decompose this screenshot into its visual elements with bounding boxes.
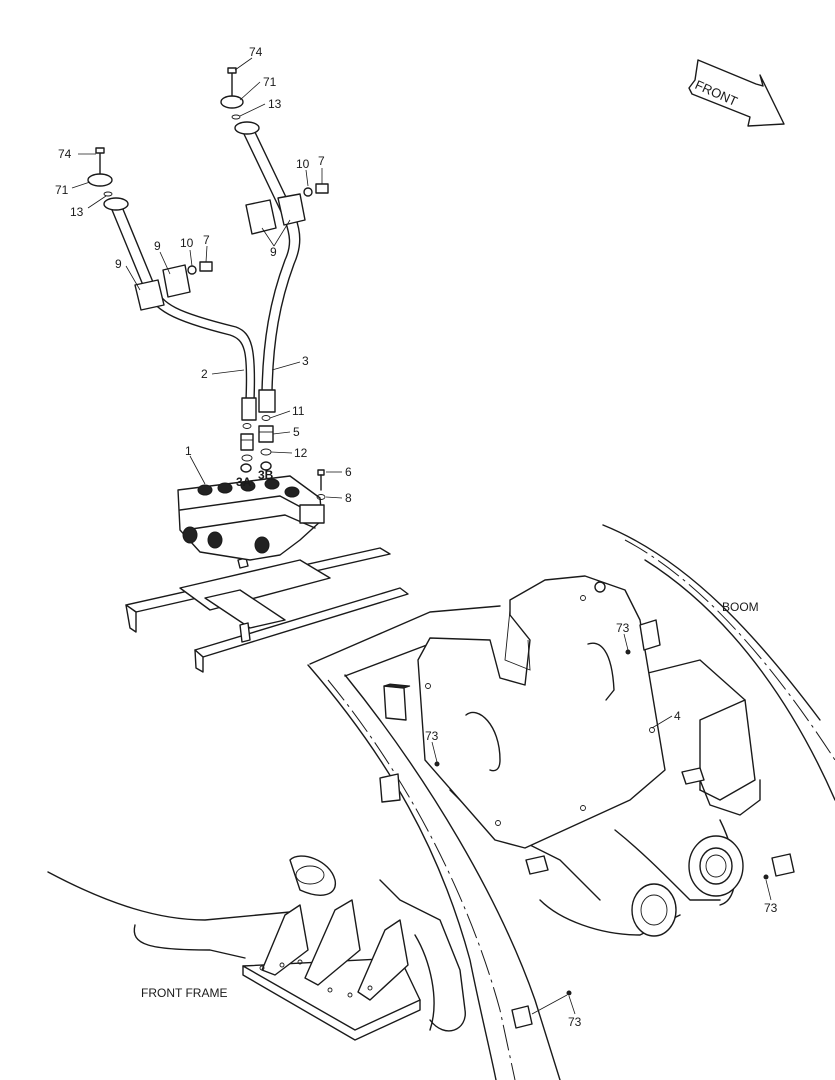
callout-9-left-b: 9 — [115, 257, 122, 271]
callout-13-top: 13 — [268, 97, 282, 111]
boom-pad-right — [681, 767, 705, 785]
clamp-right — [245, 183, 329, 235]
callout-10-left: 10 — [180, 236, 194, 250]
callout-7-right: 7 — [318, 154, 325, 168]
boom-pad-left — [383, 683, 411, 721]
cap-left — [87, 147, 129, 211]
tube-3 — [242, 127, 301, 413]
clip-73-a — [625, 619, 661, 655]
callout-4: 4 — [674, 709, 681, 723]
fitting-right — [258, 415, 274, 456]
leader-lines — [71, 57, 772, 1015]
callout-5: 5 — [293, 425, 300, 439]
callout-73-d: 73 — [568, 1015, 582, 1029]
callout-11: 11 — [292, 404, 305, 418]
clip-73-d — [511, 990, 572, 1029]
valve-mounting-bracket — [125, 547, 409, 673]
control-valve — [177, 461, 325, 561]
cover-bolt-top — [594, 581, 606, 593]
callout-12: 12 — [294, 446, 308, 460]
cover-handle-left — [465, 711, 501, 772]
boom-pin-boss-left — [631, 883, 677, 937]
clip-73-c — [763, 853, 795, 880]
callout-73-b: 73 — [425, 729, 439, 743]
callout-74-left: 74 — [58, 147, 72, 161]
boom-pin-boss-right — [688, 835, 744, 897]
callout-8: 8 — [345, 491, 352, 505]
boom-label: BOOM — [722, 600, 759, 614]
front-frame-lug — [289, 855, 336, 896]
callout-1: 1 — [185, 444, 192, 458]
front-direction-arrow: FRONT — [688, 59, 785, 127]
bolt-6 — [316, 469, 326, 500]
callout-9-right: 9 — [270, 245, 277, 259]
front-frame-structure — [47, 855, 466, 1041]
callout-13-left: 13 — [70, 205, 84, 219]
callout-71-top: 71 — [263, 75, 277, 89]
callout-73-c: 73 — [764, 901, 778, 915]
callout-74-top: 74 — [249, 45, 263, 59]
clip-73-b — [379, 761, 440, 803]
callout-3: 3 — [302, 354, 309, 368]
cover-handle-right — [587, 642, 615, 701]
callout-10-right: 10 — [296, 157, 310, 171]
callout-6: 6 — [345, 465, 352, 479]
cap-top — [220, 67, 260, 135]
boom-pad-lower — [525, 855, 549, 875]
callout-9-left-a: 9 — [154, 239, 161, 253]
callout-71-left: 71 — [55, 183, 69, 197]
boom-structure — [307, 524, 835, 1080]
callout-7-left: 7 — [203, 233, 210, 247]
fitting-left — [240, 423, 254, 462]
port-label-3a: 3A — [236, 475, 252, 489]
bracket-stud — [239, 622, 251, 643]
tube-2 — [109, 201, 257, 421]
callout-2: 2 — [201, 367, 208, 381]
port-label-3b: 3B — [258, 468, 274, 482]
front-frame-label: FRONT FRAME — [141, 986, 227, 1000]
cover-plate — [417, 575, 666, 849]
callout-73-a: 73 — [616, 621, 630, 635]
clamp-left — [134, 261, 213, 311]
